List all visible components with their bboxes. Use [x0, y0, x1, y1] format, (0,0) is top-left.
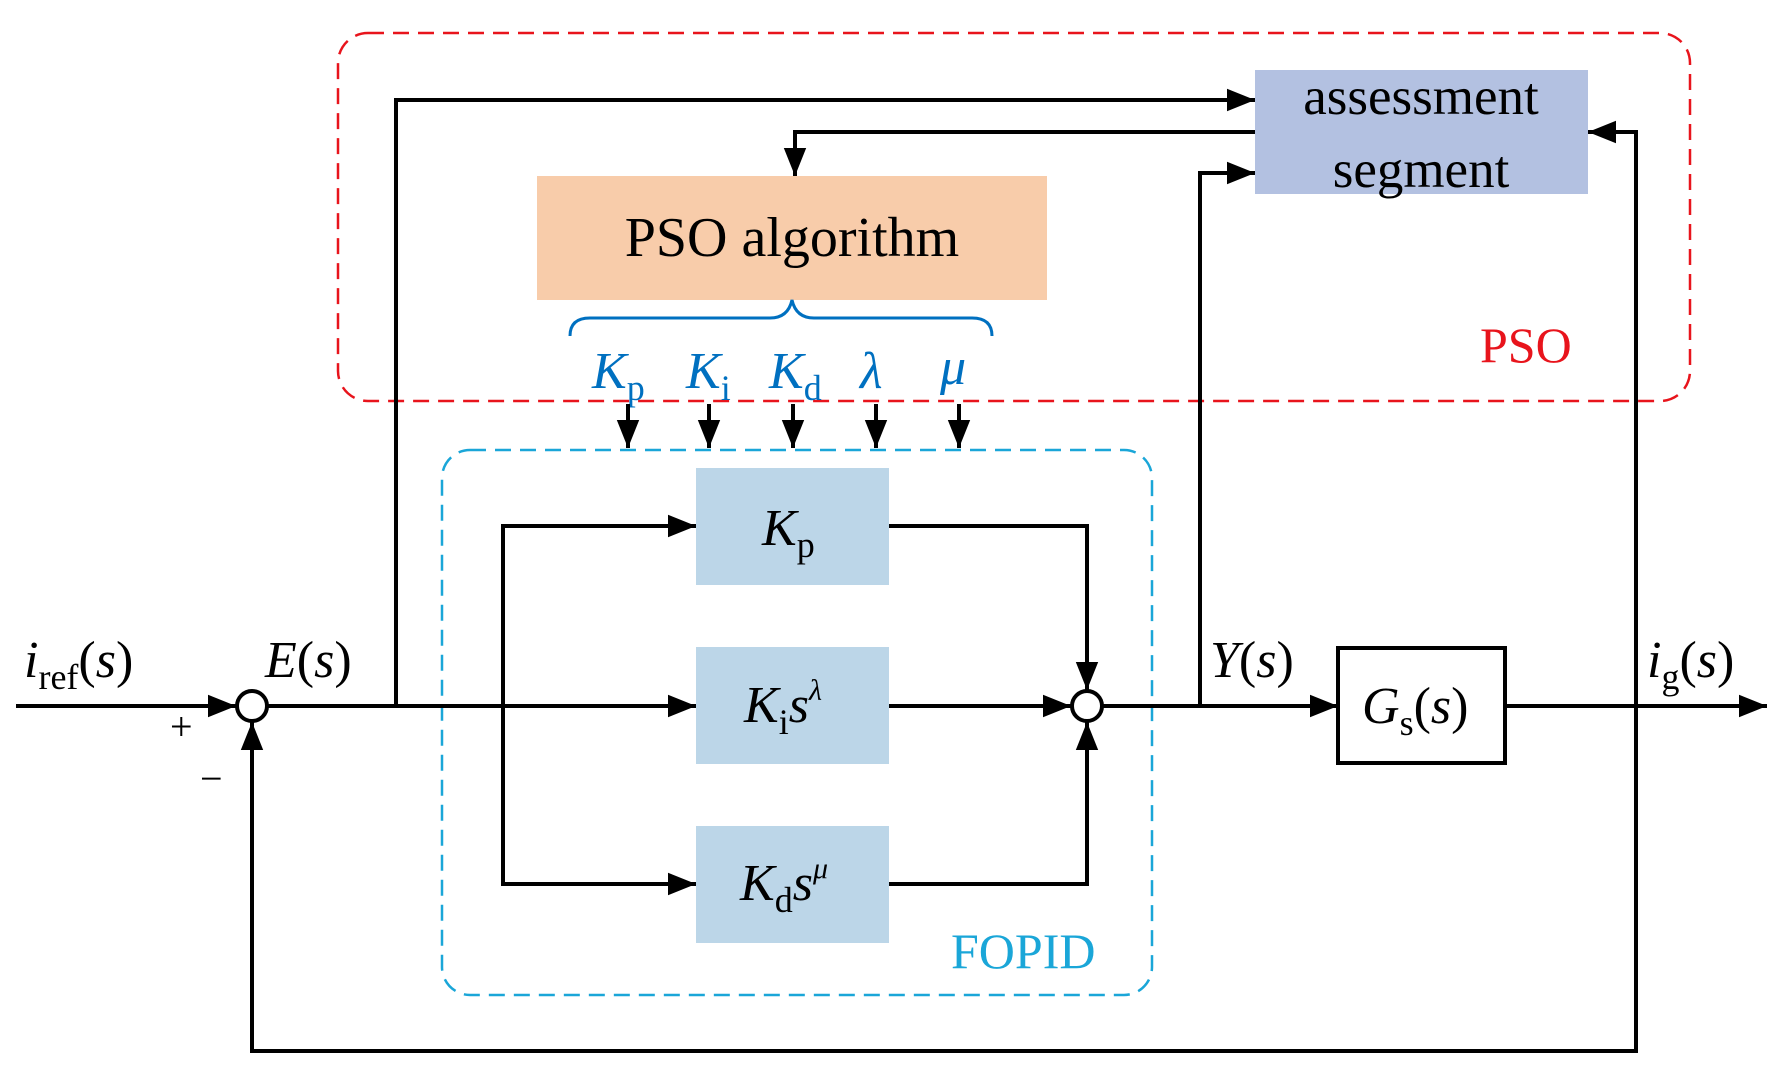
plus-sign: + — [170, 704, 193, 749]
ig-label: ig(s) — [1647, 632, 1734, 697]
kp-block-label: Kp — [761, 500, 815, 565]
kd-block-label: Kdsμ — [739, 852, 828, 920]
y-label: Y(s) — [1210, 632, 1294, 689]
pso-region — [336, 31, 1692, 403]
assessment-segment-block — [1255, 70, 1588, 194]
y-to-assessment-wire — [1198, 161, 1255, 706]
kd-output-wire — [889, 722, 1099, 886]
assessment-label-line2: segment — [1333, 141, 1510, 199]
ig-to-assessment-wire — [1588, 120, 1638, 706]
plant-block — [1336, 646, 1507, 765]
ki-block-label: Kisλ — [743, 674, 822, 742]
pso-region-label: PSO — [1480, 317, 1572, 373]
plant-label: Gs(s) — [1362, 678, 1468, 743]
fopid-region-label: FOPID — [951, 923, 1095, 979]
kd-branch-wire — [501, 706, 696, 896]
parameter-brace — [568, 299, 994, 337]
error-label: E(s) — [264, 632, 352, 689]
assessment-to-pso-wire — [783, 130, 1255, 176]
fopid-region — [440, 448, 1154, 997]
param-mu: μ — [939, 339, 966, 396]
feedback-wire — [240, 706, 1638, 1053]
kp-output-wire — [889, 524, 1099, 690]
kp-branch-wire — [501, 514, 696, 706]
assessment-label-line1: assessment — [1303, 68, 1539, 126]
ki-block — [696, 647, 889, 764]
iref-label: iref(s) — [24, 632, 133, 697]
param-kp: Kp — [591, 343, 645, 408]
kd-block — [696, 826, 889, 943]
kp-block — [696, 468, 889, 585]
fopid-summing-junction — [1070, 689, 1104, 723]
error-to-assessment-wire — [394, 88, 1255, 706]
param-ki: Ki — [685, 343, 731, 408]
minus-sign: − — [200, 756, 223, 801]
param-kd: Kd — [768, 343, 822, 408]
error-summing-junction — [235, 689, 269, 723]
pso-algorithm-label: PSO algorithm — [625, 207, 959, 269]
pso-algorithm-block — [537, 176, 1047, 300]
param-lambda: λ — [858, 343, 883, 400]
